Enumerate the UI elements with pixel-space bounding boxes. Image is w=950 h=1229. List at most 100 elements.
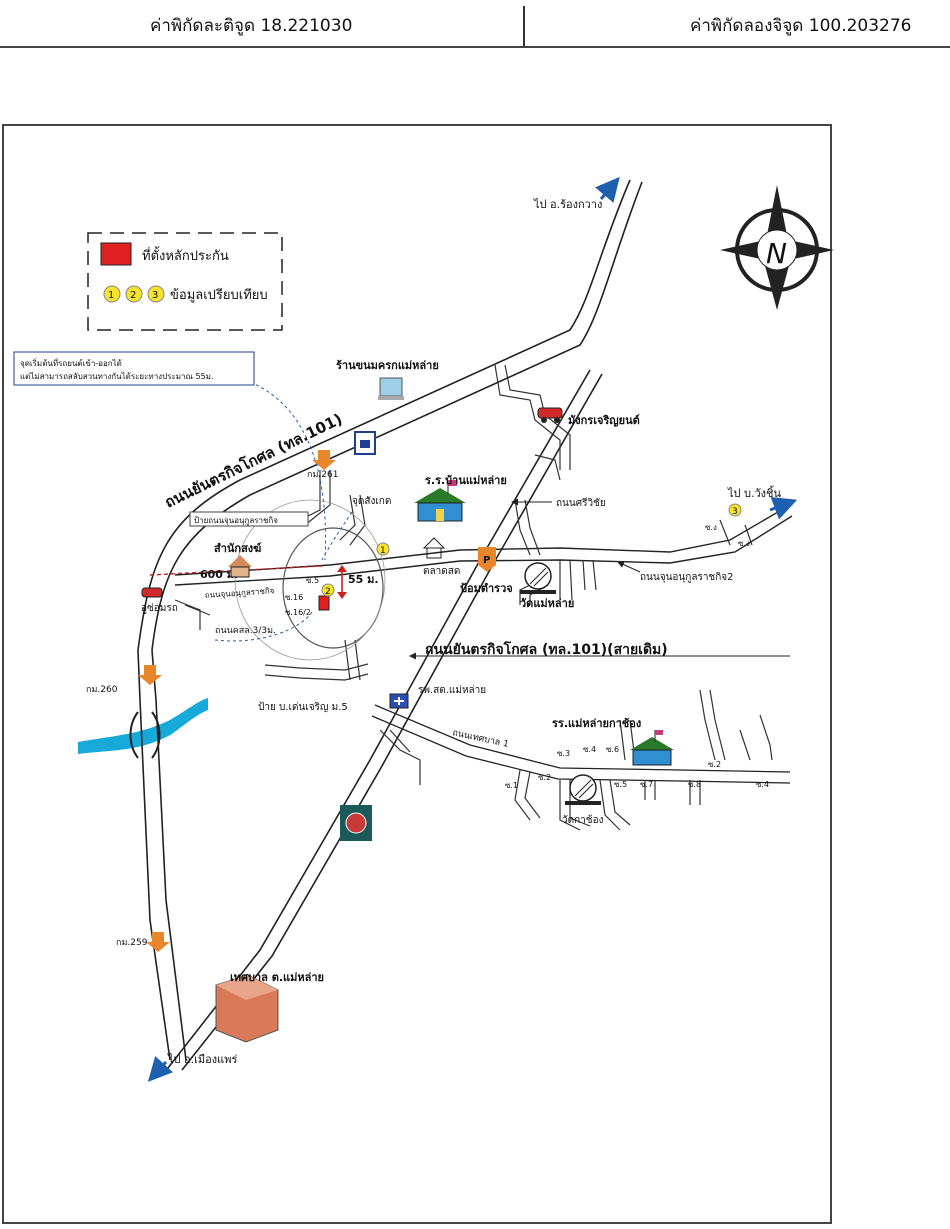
km259-post [146,932,170,952]
coordinate-bar: ค่าพิกัดละติจูด 18.221030 ค่าพิกัดลองจิจ… [0,0,950,48]
label-wat-mae-lai: วัดแม่หล่าย [520,597,574,610]
label-s-a: ซ.ง [705,523,717,532]
garage-car-icon [141,587,163,598]
arrow-rong-kwang [595,176,620,203]
coordinate-divider [523,6,525,46]
school-icon [414,480,466,522]
label-km261: กม.261 [307,470,338,480]
label-municipal-road: ถนนเทศบาล 1 [451,728,509,750]
svg-text:3: 3 [732,507,738,517]
map-frame [2,124,832,1224]
arrow-mueang-phrae [147,1056,173,1082]
svg-text:1: 1 [108,290,114,301]
svg-text:2: 2 [325,587,331,597]
svg-text:P: P [483,555,490,566]
hospital-icon [389,693,409,709]
municipality-building-icon [215,974,279,1043]
north-label: N [766,237,787,270]
label-junthra-road: ถนนจุนอนุกูลราชกิจ2 [640,572,734,583]
label-mangkorn: มังกรเจริญยนต์ [568,414,640,427]
label-junction: จุดสังเกต [352,496,391,507]
district-emblem-icon [340,805,372,841]
note-line-2: แต่ไม่สามารถสลับสวนทางกันได้ระยะทางประมา… [20,372,214,381]
car-icon [537,407,563,423]
legend-markers: 1 2 3 [103,285,165,303]
note-leader [244,379,327,561]
arrow-junthra [617,561,641,573]
distance-55-label: 55 ม. [348,573,379,586]
label-office: สำนักสงฆ์ [214,542,261,555]
label-s1: ซ.1 [505,781,518,790]
distance-55-arrow-down [337,592,347,599]
label-s8: ซ.8 [688,780,701,789]
note-box [13,351,255,386]
label-to-mueang-phrae: ไป อ.เมืองแพร่ [167,1053,237,1066]
label-kosol-road: ถนนคสล.3/3ม. [215,626,276,636]
longitude-label: ค่าพิกัดลองจิจูด 100.203276 [690,16,912,36]
label-s5: ซ.5 [614,780,627,789]
wat-mae-lai-icon [520,562,556,594]
collateral-marker [318,595,330,611]
arrow-wang-chin [769,496,798,520]
label-soi5: ซ.5 [306,576,319,585]
km261-post [312,450,336,470]
label-s-b: ซ.ง [738,539,750,548]
svg-text:2: 2 [130,290,136,301]
svg-text:1: 1 [380,546,386,556]
comparison-marker-1: 1 [376,542,390,556]
distance-600-label: 600 ม. [200,568,238,581]
label-to-rong-kwang: ไป อ.ร้องกวาง [533,198,602,211]
label-garage: อู่ซ่อมรถ [141,603,178,614]
note-line-1: จุดเริ่มต้นที่รถยนต์เข้า-ออกได้ [20,357,122,368]
north-compass-icon: N [720,185,834,310]
sign-road-label: ป้ายถนนจุนอนุกูลราชกิจ [194,516,278,526]
sign-road-box [189,511,309,527]
label-school-kachong: รร.แม่หล่ายกาช้อง [552,717,641,730]
collateral-zone-outer [234,499,386,661]
bridge-left [129,711,139,759]
label-s2b: ซ.2 [708,760,721,769]
distance-55-arrow-up [337,565,347,572]
label-market: ตลาดสด [423,566,460,577]
label-km259: กม.259 [116,938,148,948]
label-old-main-road: ถนนยันตรกิจโกศล (ทล.101)(สายเดิม) [425,640,668,658]
label-municipality: เทศบาล ต.แม่หล่าย [230,971,324,984]
legend-comparison-label: ข้อมูลเปรียบเทียบ [170,287,268,303]
junction-leader [321,511,353,561]
label-soi16-2: ซ.16/2 [285,608,311,617]
comparison-marker-3: 3 [728,503,742,517]
label-s7: ซ.7 [640,780,653,789]
label-s3: ซ.3 [557,749,570,758]
bridge-right [151,711,161,759]
police-icon: P [478,547,496,572]
label-km260: กม.260 [86,685,118,695]
label-s2: ซ.2 [538,773,551,782]
label-school-ban-mae-lai: ร.ร.บ้านแม่หล่าย [425,474,507,487]
label-hospital: รพ.สต.แม่หล่าย [418,685,486,696]
comparison-marker-2: 2 [321,583,335,597]
market-icon [422,537,446,559]
bank-icon [354,431,376,455]
label-soi-road-side: ถนนจุนอนุกูลราชกิจ [205,586,276,601]
label-s4b: ซ.4 [756,780,769,789]
wat-kachong-icon [565,774,601,805]
legend-collateral-label: ที่ตั้งหลักประกัน [142,246,229,264]
shop-icon [378,377,404,400]
label-sign-ban: ป้าย บ.เด่นเจริญ ม.5 [258,701,348,713]
latitude-label: ค่าพิกัดละติจูด 18.221030 [150,16,353,36]
km260-post [138,665,162,685]
label-s6: ซ.6 [606,745,619,754]
collateral-zone [282,527,384,649]
label-shop-nom: ร้านขนมครกแม่หล่าย [336,359,439,372]
label-soi16: ซ.16 [285,593,303,602]
kosol-leader [214,611,313,642]
label-to-wang-chin: ไป บ.วังชิ้น [727,485,782,500]
road-municipal [371,704,791,784]
svg-text:3: 3 [152,290,158,301]
side-streets [174,364,773,831]
river [78,698,208,754]
label-police: ป้อมตำรวจ [460,582,513,595]
label-sri-wichai: ถนนศรีวิชัย [556,497,606,509]
label-s4: ซ.4 [583,745,596,754]
